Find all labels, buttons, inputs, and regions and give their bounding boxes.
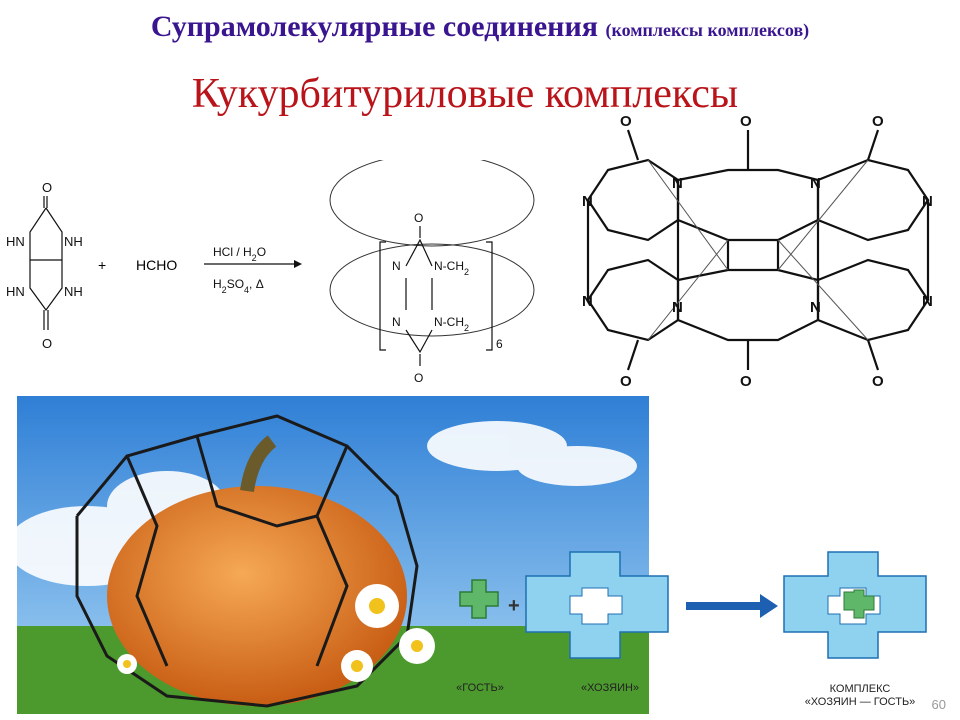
formaldehyde: HCHO xyxy=(136,257,177,273)
host-label: «ХОЗЯИН» xyxy=(580,682,640,694)
svg-text:O: O xyxy=(414,371,423,385)
reaction-scheme: O HN NH HN NH O + HCHO HCl / H2O H2SO4, … xyxy=(6,160,535,385)
svg-text:N: N xyxy=(672,299,683,316)
svg-text:N: N xyxy=(392,259,401,273)
glycoluril-nh-2: NH xyxy=(64,284,83,299)
daisy-icon xyxy=(117,584,435,682)
svg-text:N: N xyxy=(810,299,821,316)
svg-text:N: N xyxy=(672,175,683,192)
guest-cross-icon xyxy=(459,579,499,619)
svg-text:N-CH2: N-CH2 xyxy=(434,315,469,333)
svg-text:N-CH2: N-CH2 xyxy=(434,259,469,277)
svg-text:O: O xyxy=(872,113,884,130)
pumpkin-cucurbituril-photo xyxy=(17,396,649,714)
svg-text:O: O xyxy=(414,211,423,225)
svg-text:O: O xyxy=(872,373,884,390)
svg-text:O: O xyxy=(620,113,632,130)
complex-label-line2: «ХОЗЯИН — ГОСТЬ» xyxy=(804,696,916,708)
svg-text:O: O xyxy=(740,373,752,390)
slide-subtitle: Кукурбитуриловые комплексы xyxy=(191,71,739,117)
host-cross-icon xyxy=(525,551,669,659)
svg-text:H2SO4, Δ: H2SO4, Δ xyxy=(213,277,264,295)
complex-label: КОМПЛЕКС «ХОЗЯИН — ГОСТЬ» xyxy=(790,683,930,709)
svg-text:N: N xyxy=(392,315,401,329)
complex-label-line1: КОМПЛЕКС xyxy=(829,683,891,695)
plus-sign: + xyxy=(98,257,106,273)
svg-text:O: O xyxy=(620,373,632,390)
glycoluril-hn-1: HN xyxy=(6,234,25,249)
pumpkin-icon xyxy=(107,486,407,706)
repeat-count: 6 xyxy=(496,337,503,351)
svg-text:N: N xyxy=(582,293,593,310)
title-main: Супрамолекулярные соединения xyxy=(150,10,598,43)
cucurbituril-skeletal-formula: O O O O O O N N N N N N N N xyxy=(582,113,933,390)
title-sub: (комплексы комплексов) xyxy=(605,20,810,40)
svg-text:N: N xyxy=(922,193,933,210)
cage-molecule-icon xyxy=(75,414,419,708)
reaction-conditions: HCl / H2O H2SO4, Δ xyxy=(204,245,302,295)
cucurbituril-monomer: O N N-CH2 N N-CH2 O 6 xyxy=(379,211,503,385)
svg-text:HCl / H2O: HCl / H2O xyxy=(213,245,266,263)
guest-label: «ГОСТЬ» xyxy=(456,682,504,694)
host-guest-diagram: + xyxy=(459,551,927,659)
glycoluril-o-bottom: O xyxy=(42,336,52,351)
svg-text:N: N xyxy=(922,293,933,310)
hg-plus: + xyxy=(508,595,520,617)
reaction-arrow-icon xyxy=(294,260,302,268)
svg-text:N: N xyxy=(582,193,593,210)
complex-cross-icon xyxy=(783,551,927,659)
glycoluril-nh-1: NH xyxy=(64,234,83,249)
page-number: 60 xyxy=(931,697,946,712)
reaction-arrow-icon xyxy=(686,594,778,618)
cucurbituril-ring-sketch xyxy=(329,160,535,337)
svg-text:N: N xyxy=(810,175,821,192)
glycoluril-structure: O HN NH HN NH O xyxy=(6,180,83,351)
glycoluril-hn-2: HN xyxy=(6,284,25,299)
svg-text:O: O xyxy=(740,113,752,130)
slide-title: Супрамолекулярные соединения (комплексы … xyxy=(0,10,960,44)
glycoluril-o-top: O xyxy=(42,180,52,195)
